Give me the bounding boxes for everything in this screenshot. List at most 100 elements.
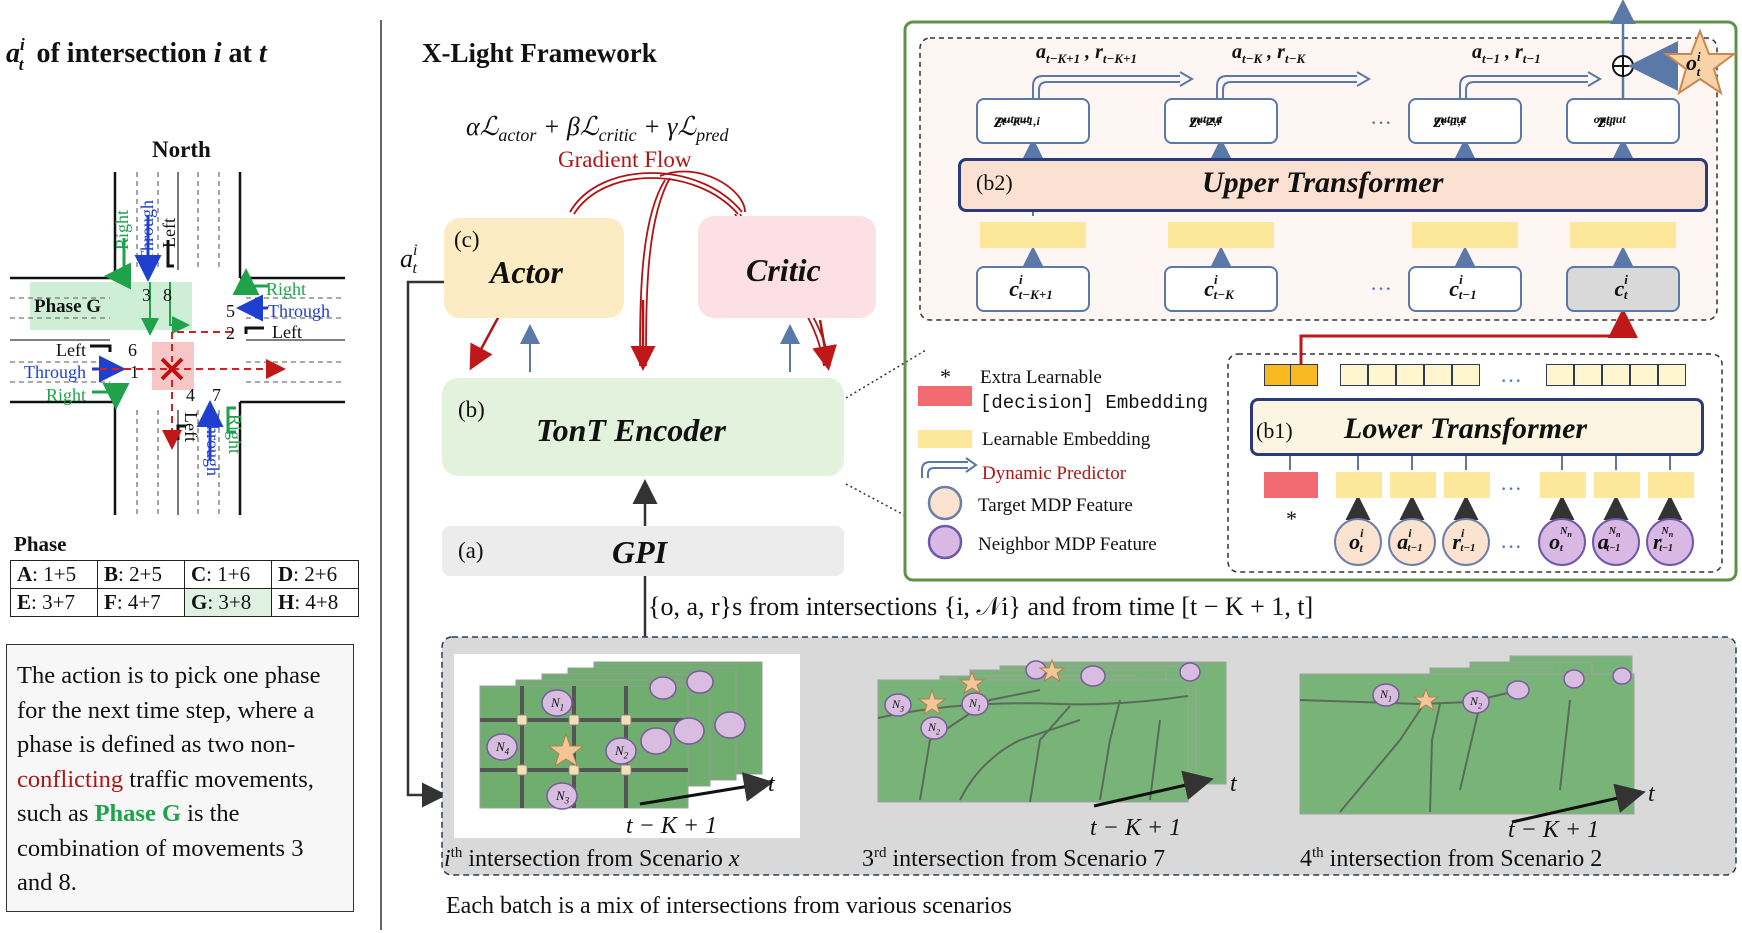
movement-6-left-label: Left	[56, 340, 86, 360]
lower-ellipsis-mid: ···	[1500, 476, 1522, 501]
movement-4-left-label: Left	[181, 412, 201, 442]
upper-transformer-label: Upper Transformer	[1202, 166, 1444, 199]
ar-label-1: at−K+1 , rt−K+1	[1036, 41, 1137, 66]
phase-cell-g: G: 3+8	[184, 588, 272, 617]
actor-tag: (c)	[454, 227, 480, 252]
movement-num-3: 3	[142, 285, 151, 305]
critic-box	[698, 216, 876, 318]
time-axis-label-x: t	[768, 771, 775, 797]
token-cell-3	[1396, 364, 1424, 386]
lower-ellipsis-bottom: ···	[1500, 534, 1522, 559]
map-node-n2: N2	[615, 743, 629, 761]
upper-transformer-tag: (b2)	[976, 170, 1013, 195]
movement-through-label-south: Through	[203, 414, 223, 476]
lower-embedding-4	[1540, 472, 1586, 498]
movement-5-through-label: Through	[268, 301, 330, 321]
map7-node-n2: N2	[928, 720, 941, 737]
decision-token-cell	[1264, 364, 1318, 386]
critic-label: Critic	[746, 252, 821, 288]
ar-label-2: at−K , rt−K	[1232, 41, 1306, 66]
legend-extra-1: Extra Learnable	[980, 367, 1102, 388]
lower-transformer-tag: (b1)	[1256, 418, 1293, 443]
target-star-label: oit	[1686, 49, 1701, 79]
token-cell-10	[1658, 364, 1686, 386]
token-cell-1	[1340, 364, 1368, 386]
movement-right-label-west: Right	[46, 385, 87, 405]
time-start-label-7: t − K + 1	[1090, 815, 1182, 841]
token-cell-6	[1546, 364, 1574, 386]
phase-cell-a: A: 1+5	[10, 560, 98, 589]
gpi-tag: (a)	[458, 538, 484, 563]
time-axis-label-7: t	[1230, 771, 1237, 797]
movement-1-through-label: Through	[24, 362, 86, 382]
token-cell-2	[1368, 364, 1396, 386]
legend-target: Target MDP Feature	[978, 495, 1133, 516]
token-cell-8	[1602, 364, 1630, 386]
action-output-label: ait	[400, 242, 418, 277]
lower-ellipsis-top: ···	[1500, 368, 1522, 393]
time-start-label-x: t − K + 1	[626, 813, 718, 839]
legend-dynamic: Dynamic Predictor	[982, 463, 1127, 484]
phase-cell-b: B: 2+5	[97, 560, 185, 589]
movement-right-label-south: Right	[225, 414, 245, 455]
map2-node-n1: N1	[1380, 687, 1393, 704]
lower-embedding-6	[1648, 472, 1694, 498]
legend-star: *	[940, 364, 951, 389]
data-caption: {o, a, r}s from intersections {i, 𝒩i} an…	[648, 592, 1314, 621]
lower-embedding-3	[1444, 472, 1490, 498]
lower-embedding-2	[1390, 472, 1436, 498]
upper-ellipsis-top: ···	[1370, 110, 1392, 135]
movement-right-label-east: Right	[266, 279, 307, 299]
movement-3-right-label: Right	[112, 209, 132, 250]
actor-label: Actor	[490, 254, 563, 290]
scenario-label-x: ith intersection from Scenario x	[444, 845, 740, 872]
phase-g-label: Phase G	[34, 296, 102, 317]
gradient-flow-label: Gradient Flow	[558, 147, 692, 172]
token-cell-9	[1630, 364, 1658, 386]
encoder-tag: (b)	[458, 397, 485, 422]
actor-box	[444, 218, 624, 318]
loss-formula: αℒactor + βℒcritic + γℒpred	[466, 112, 729, 146]
north-label: North	[152, 137, 211, 162]
target-star-icon	[1663, 28, 1737, 96]
upper-ellipsis-bottom: ···	[1370, 276, 1392, 301]
phase-header: Phase	[14, 532, 67, 556]
upper-embedding-4	[1570, 222, 1676, 248]
movement-num-7: 7	[212, 385, 221, 405]
gpi-label: GPI	[612, 534, 668, 570]
decision-embedding	[1264, 472, 1318, 498]
upper-embedding-1	[980, 222, 1086, 248]
legend-neighbor: Neighbor MDP Feature	[978, 534, 1157, 555]
left-title: ait of intersection i at t	[6, 35, 267, 74]
legend-shapes	[918, 386, 978, 560]
phase-table: A: 1+5 B: 2+5 C: 1+6 D: 2+6 E: 3+7 F: 4+…	[10, 560, 359, 617]
lower-transformer-box	[1250, 398, 1704, 456]
upper-transformer-box	[958, 158, 1708, 212]
time-start-label-2: t − K + 1	[1508, 817, 1600, 843]
phase-cell-e: E: 3+7	[10, 588, 98, 617]
legend-learnable: Learnable Embedding	[982, 429, 1151, 450]
lower-embedding-5	[1594, 472, 1640, 498]
phase-cell-c: C: 1+6	[184, 560, 272, 589]
ar-label-3: at−1 , rt−1	[1472, 41, 1541, 66]
scenario-label-2: 4th intersection from Scenario 2	[1300, 845, 1603, 872]
upper-embedding-2	[1168, 222, 1274, 248]
legend-extra-2: [decision] Embedding	[980, 392, 1209, 414]
upper-embedding-3	[1412, 222, 1518, 248]
map7-node-n1: N1	[969, 696, 982, 713]
framework-title: X-Light Framework	[422, 38, 657, 68]
token-cell-7	[1574, 364, 1602, 386]
intersection-map	[10, 172, 345, 515]
movement-8-left-label: Left	[159, 218, 179, 248]
map-node-n3: N3	[556, 788, 570, 806]
tont-encoder-box	[442, 378, 844, 476]
